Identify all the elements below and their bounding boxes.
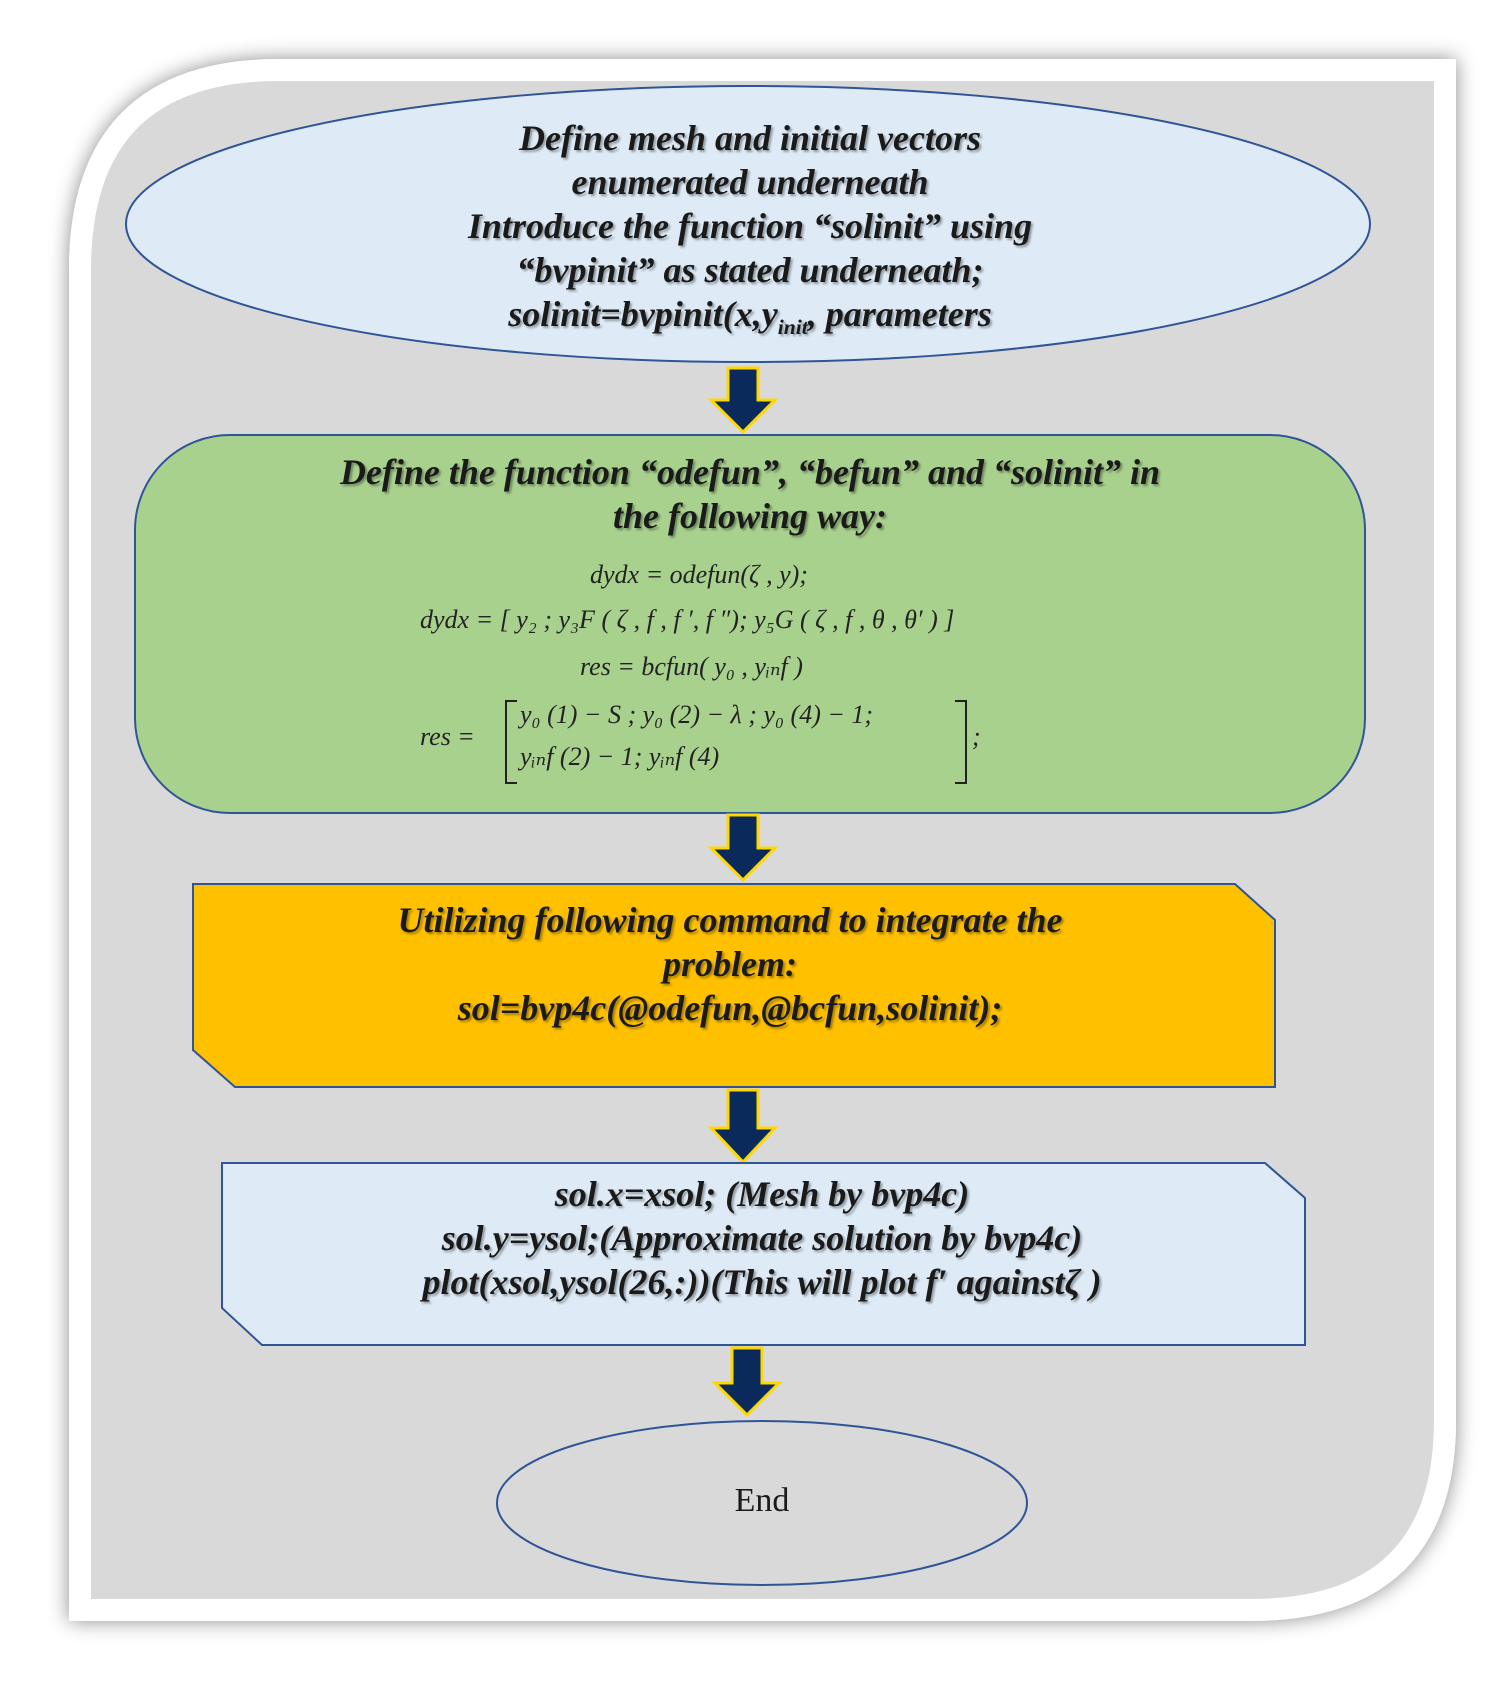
- define-text: Define the function “odefun”, “befun” an…: [180, 450, 1320, 538]
- define-line-2: the following way:: [612, 496, 887, 536]
- arrow-2: [707, 813, 779, 883]
- arrow-4: [711, 1346, 783, 1418]
- define-eq-4-row-1: y₀ (1) − S ; y₀ (2) − λ ; y₀ (4) − 1;: [520, 700, 874, 729]
- define-eq-4-tail: ;: [972, 722, 981, 751]
- start-line-5-prefix: solinit=bvpinit(x,y: [508, 294, 778, 334]
- define-eq-4-right-bracket: [955, 700, 967, 784]
- end-ellipse: [496, 1420, 1028, 1586]
- output-line-1: sol.x=xsol; (Mesh by bvp4c): [554, 1174, 970, 1214]
- start-line-5: solinit=bvpinit(x,yinit, parameters: [300, 292, 1200, 349]
- start-line-2: enumerated underneath: [571, 162, 929, 202]
- output-line-3: plot(xsol,ysol(26,:))(This will plot f′ …: [422, 1262, 1102, 1302]
- define-line-1: Define the function “odefun”, “befun” an…: [339, 452, 1161, 492]
- start-text: Define mesh and initial vectors enumerat…: [300, 116, 1200, 349]
- integrate-line-2: problem:: [663, 944, 797, 984]
- define-box: [134, 434, 1366, 814]
- arrow-1: [707, 366, 779, 435]
- start-line-3: Introduce the function “solinit” using: [467, 206, 1033, 246]
- end-label: End: [734, 1482, 790, 1519]
- arrow-3: [707, 1088, 779, 1165]
- define-eq-4-left-bracket: [505, 700, 517, 784]
- define-eq-1: dydx = odefun(ζ , y);: [590, 560, 808, 589]
- start-line-4: “bvpinit” as stated underneath;: [516, 250, 984, 290]
- output-box: [221, 1162, 1306, 1346]
- output-line-2: sol.y=ysol;(Approximate solution by bvp4…: [441, 1218, 1083, 1258]
- define-eq-4-label: res =: [420, 722, 475, 751]
- integrate-box: [192, 883, 1276, 1088]
- integrate-text: Utilizing following command to integrate…: [230, 898, 1230, 1030]
- start-ellipse: [125, 85, 1371, 363]
- start-line-5-suffix: , parameters: [807, 294, 992, 334]
- integrate-line-1: Utilizing following command to integrate…: [397, 900, 1063, 940]
- integrate-line-3: sol=bvp4c(@odefun,@bcfun,solinit);: [457, 988, 1003, 1028]
- start-line-1: Define mesh and initial vectors: [519, 118, 981, 158]
- start-line-5-sub: init: [777, 315, 808, 340]
- define-eq-4-row-2: yᵢₙf (2) − 1; yᵢₙf (4): [520, 742, 720, 771]
- define-eq-3: res = bcfun( y₀ , yᵢₙf ): [580, 652, 803, 681]
- define-eq-2: dydx = [ y₂ ; y₃F ( ζ , f , f ′, f ″); y…: [420, 605, 955, 634]
- output-text: sol.x=xsol; (Mesh by bvp4c) sol.y=ysol;(…: [262, 1172, 1262, 1304]
